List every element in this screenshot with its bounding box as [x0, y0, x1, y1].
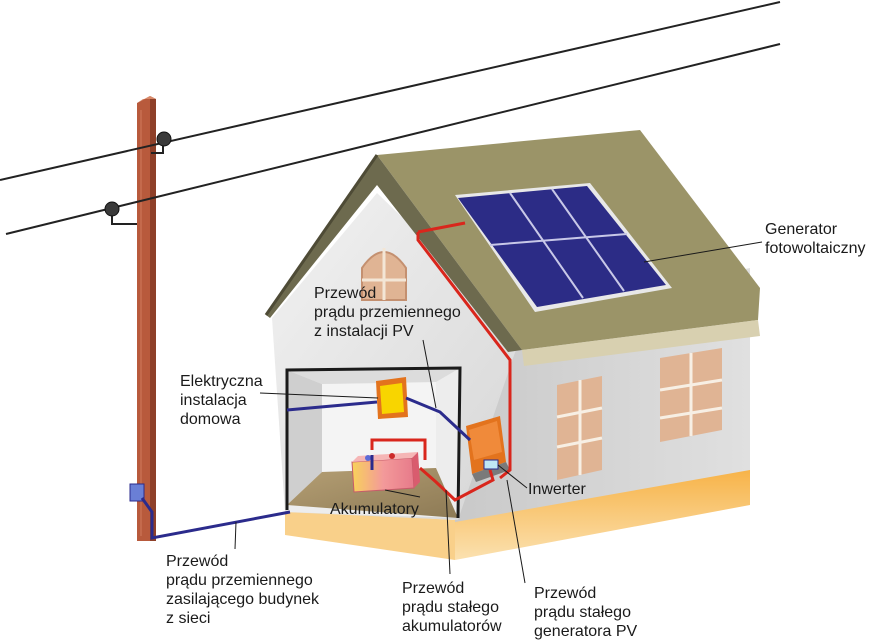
ac-cables — [140, 396, 472, 540]
label-line: z instalacji PV — [314, 323, 414, 340]
house-foundation — [285, 468, 750, 560]
pole-insulators — [104, 131, 172, 225]
label-line: Akumulatory — [330, 501, 419, 518]
label-line: fotowoltaiczny — [765, 240, 866, 257]
meter-box — [129, 483, 145, 502]
label-line: Przewód — [166, 553, 229, 570]
label-line: domowa — [180, 411, 241, 428]
side-window-left — [556, 376, 603, 480]
label-line: z sieci — [166, 610, 211, 627]
inverter-box — [466, 416, 510, 482]
label-dc-cable-pv: Przewód prądu stałego generatora PV — [534, 584, 637, 641]
solar-panel-array — [455, 183, 672, 312]
label-line: prądu przemiennego — [314, 304, 461, 321]
label-line: akumulatorów — [402, 618, 502, 635]
label-line: instalacja — [180, 392, 247, 409]
dc-cables — [370, 221, 512, 502]
label-line: Inwerter — [528, 481, 586, 498]
label-line: Elektryczna — [180, 373, 263, 390]
power-lines — [0, 1, 781, 235]
label-dc-cable-batteries: Przewód prądu stałego akumulatorów — [402, 579, 502, 636]
leader-lines — [234, 241, 763, 584]
label-line: generatora PV — [534, 623, 638, 640]
attic-window — [361, 248, 407, 301]
label-pv-generator: Generator fotowoltaiczny — [765, 220, 866, 258]
label-line: Generator — [765, 221, 838, 238]
label-line: prądu stałego — [534, 604, 631, 621]
label-line: Przewód — [402, 580, 465, 597]
label-ac-cable-grid: Przewód prądu przemiennego zasilającego … — [166, 552, 319, 628]
label-line: Przewód — [314, 285, 377, 302]
utility-pole — [137, 96, 156, 541]
label-home-installation: Elektryczna instalacja domowa — [180, 372, 263, 429]
side-window-right — [659, 348, 723, 442]
battery-bank — [351, 452, 420, 493]
label-line: prądu przemiennego — [166, 572, 313, 589]
label-inverter: Inwerter — [528, 480, 586, 499]
label-ac-cable-pv: Przewód prądu przemiennego z instalacji … — [314, 284, 461, 341]
label-line: zasilającego budynek — [166, 591, 319, 608]
home-installation-box — [376, 377, 408, 419]
label-line: Przewód — [534, 585, 597, 602]
label-line: prądu stałego — [402, 599, 499, 616]
label-batteries: Akumulatory — [330, 500, 419, 519]
